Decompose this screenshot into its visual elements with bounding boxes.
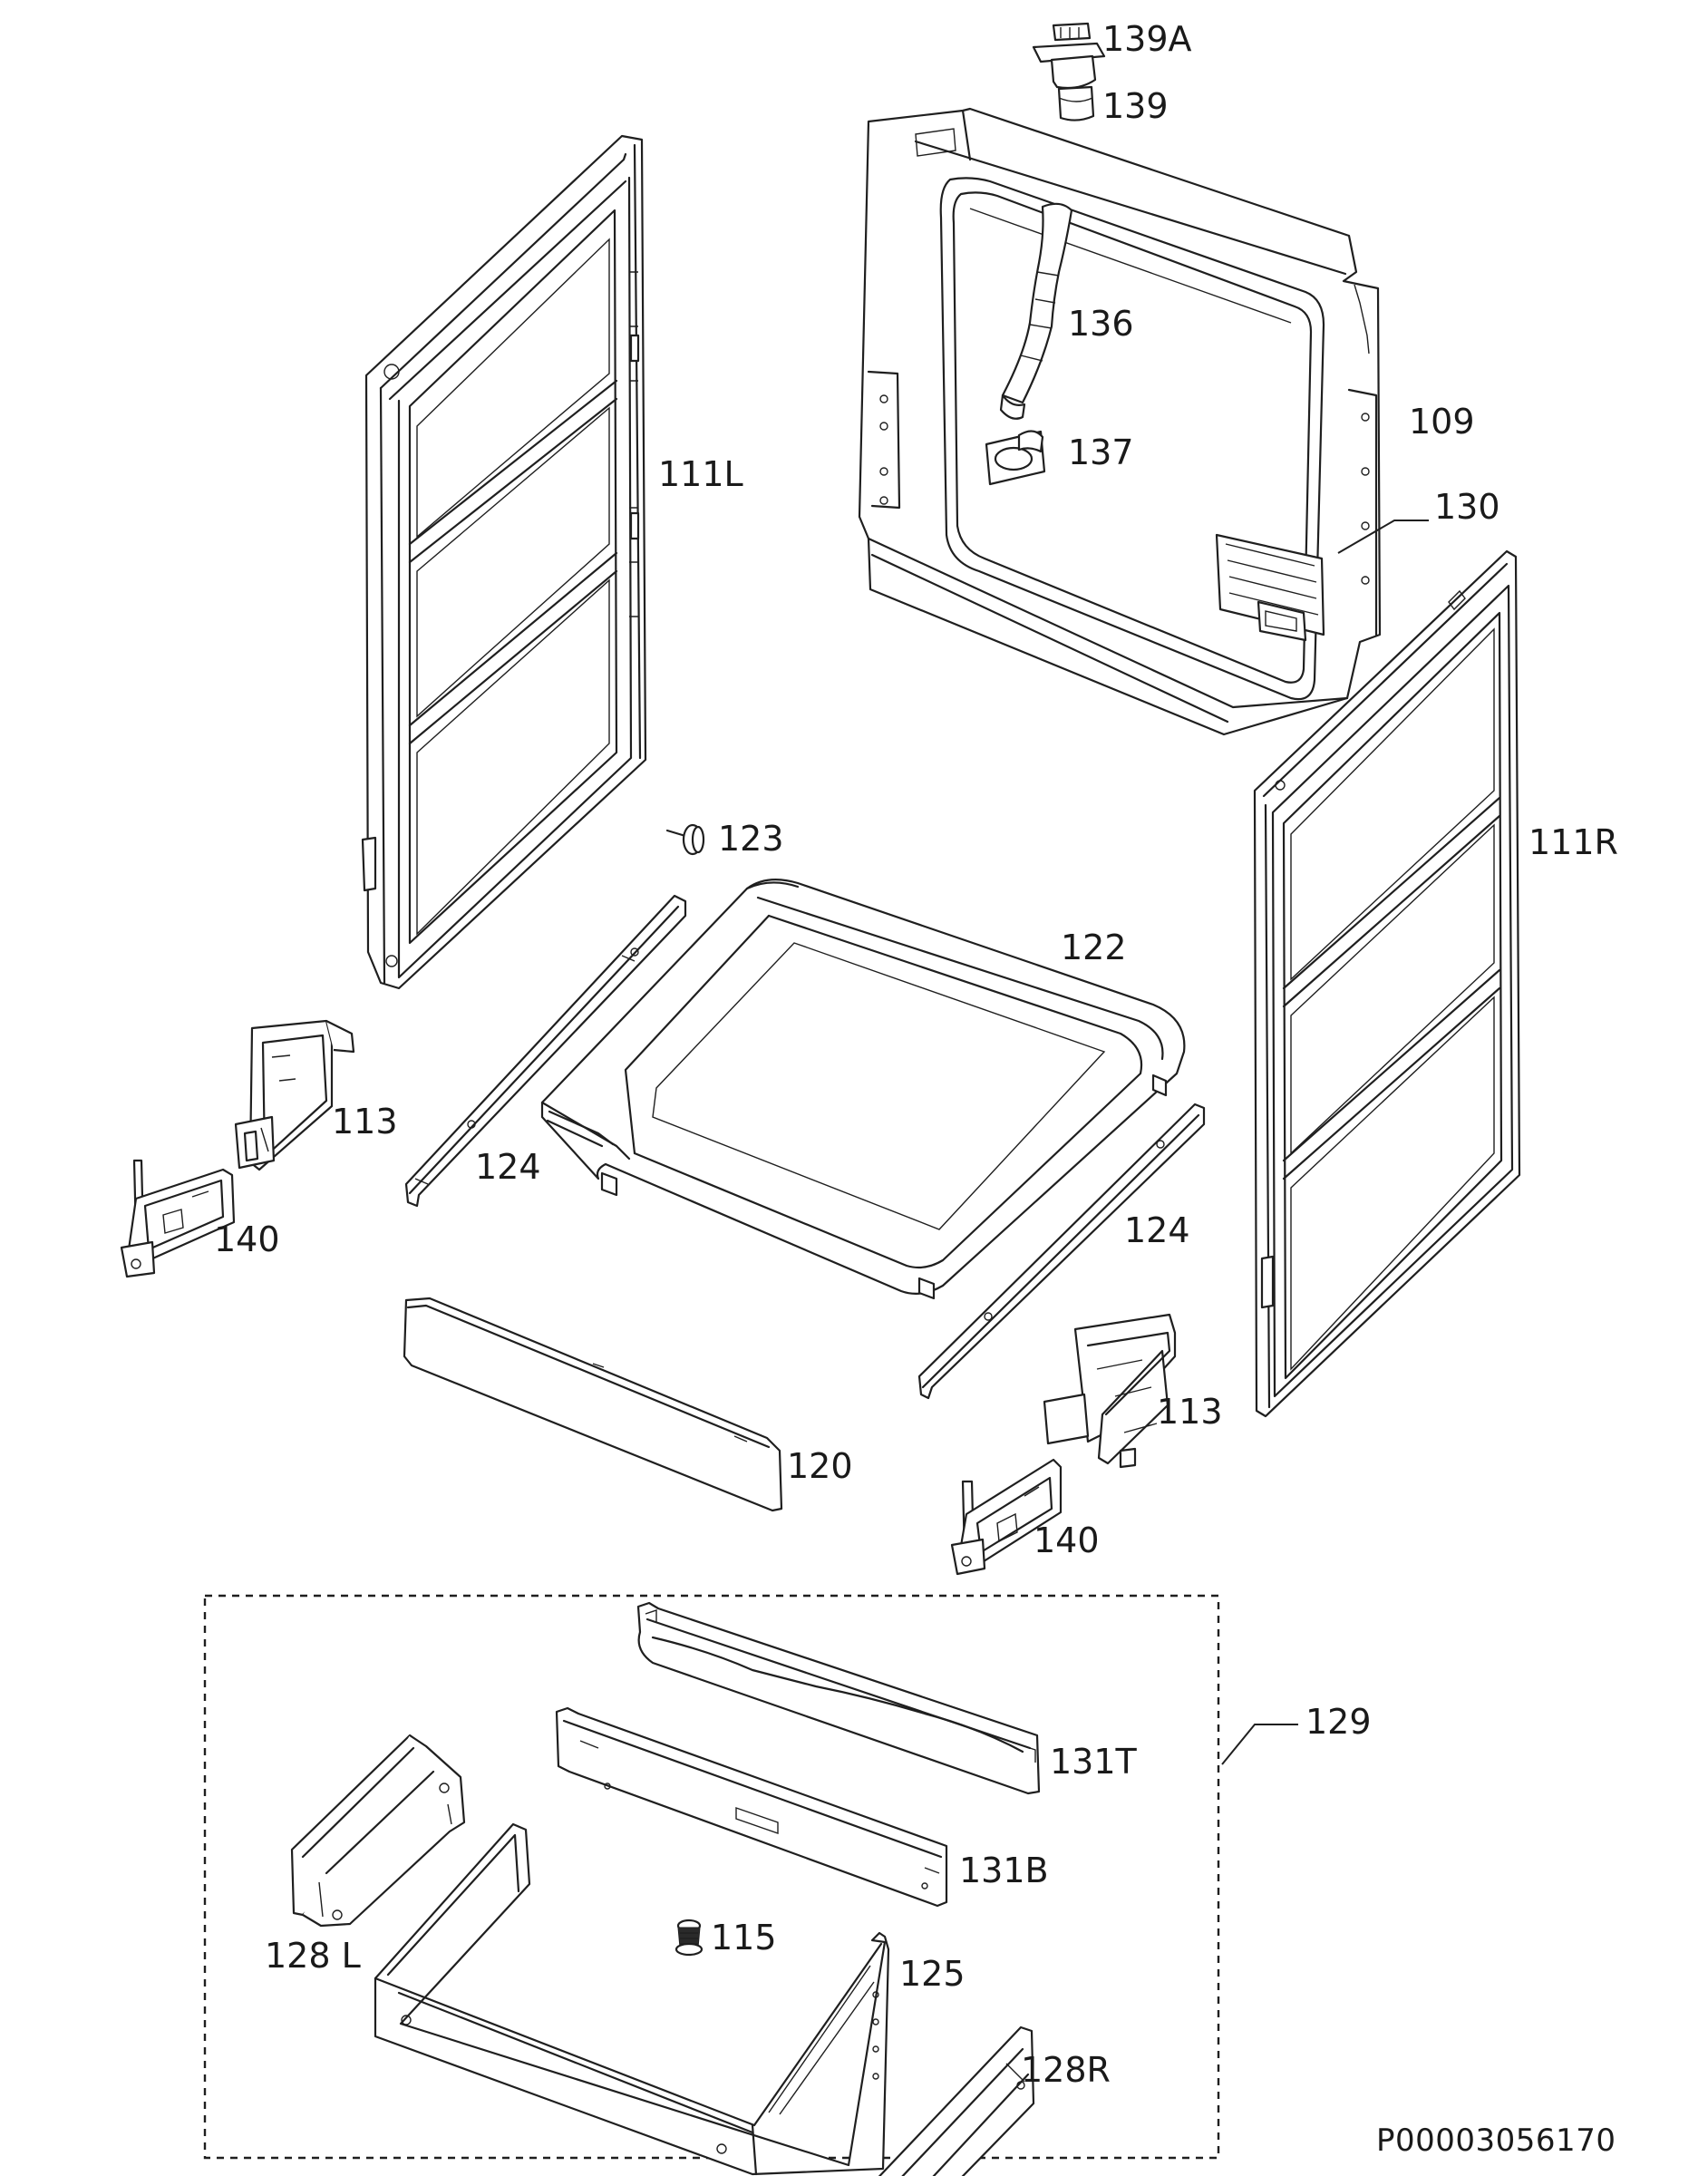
label-125: 125	[899, 1954, 966, 1994]
part-139a-clip	[1052, 22, 1092, 42]
label-111r: 111R	[1528, 822, 1618, 862]
label-137: 137	[1068, 432, 1134, 472]
part-124-left-rail	[404, 894, 687, 1208]
label-140-left: 140	[214, 1219, 280, 1259]
part-122-drawer-tray	[540, 879, 1186, 1300]
part-136-hose	[999, 202, 1073, 420]
label-136: 136	[1068, 304, 1134, 344]
part-139-outlet	[1032, 42, 1106, 121]
part-111r-right-side-panel	[1253, 549, 1521, 1418]
label-128l: 128 L	[265, 1936, 361, 1976]
label-111l: 111L	[658, 454, 743, 494]
part-120-drawer-front	[403, 1297, 783, 1512]
label-115: 115	[711, 1918, 777, 1957]
document-code: P00003056170	[1376, 2123, 1616, 2159]
label-131t: 131T	[1050, 1742, 1137, 1782]
label-139: 139	[1102, 86, 1169, 126]
part-130-vent-plate	[1215, 533, 1325, 642]
part-125-plinth-frame	[374, 1822, 890, 2176]
part-137-grommet	[985, 430, 1046, 486]
part-140-right-hinge	[950, 1458, 1063, 1576]
label-122: 122	[1061, 928, 1127, 967]
part-128l-left-foot-bracket	[290, 1734, 466, 1928]
label-129: 129	[1305, 1702, 1372, 1742]
label-140-right: 140	[1034, 1520, 1100, 1560]
label-109: 109	[1409, 402, 1475, 442]
label-131b: 131B	[959, 1851, 1049, 1890]
part-131t-top-rail	[636, 1601, 1041, 1795]
part-128r-right-foot-bracket	[878, 2025, 1035, 2176]
label-124-right: 124	[1124, 1210, 1190, 1250]
label-113-right: 113	[1157, 1392, 1223, 1432]
leader-129	[1221, 1724, 1298, 1765]
part-123-knob	[665, 823, 705, 856]
part-131b-bottom-rail	[555, 1706, 948, 1908]
label-113-left: 113	[332, 1102, 398, 1141]
part-140-left-hinge	[120, 1159, 236, 1278]
label-128r: 128R	[1021, 2050, 1111, 2090]
label-120: 120	[787, 1446, 853, 1486]
leader-130	[1337, 520, 1429, 554]
part-115-adjustable-foot	[674, 1919, 704, 1957]
label-130: 130	[1434, 487, 1500, 527]
label-123: 123	[718, 819, 784, 859]
part-124-right-rail	[917, 1103, 1206, 1400]
part-113-left-bracket	[234, 1019, 355, 1171]
label-124-left: 124	[475, 1147, 541, 1187]
part-113-right-bracket	[1043, 1313, 1177, 1469]
label-139a: 139A	[1102, 19, 1192, 59]
part-109-back-panel	[858, 107, 1382, 736]
part-111l-left-side-panel	[361, 134, 647, 990]
